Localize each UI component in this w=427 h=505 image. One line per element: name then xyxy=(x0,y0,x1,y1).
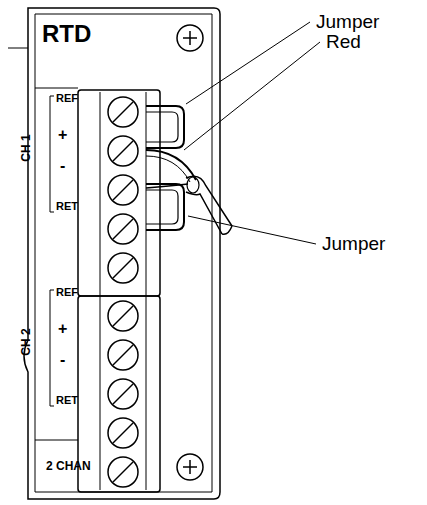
channel-bracket xyxy=(50,290,54,406)
terminal-name: + xyxy=(58,127,67,143)
leader-line xyxy=(186,22,310,104)
mount-screw xyxy=(177,25,203,51)
module-housing xyxy=(24,8,220,499)
terminal-name: - xyxy=(60,352,65,368)
channel-bracket xyxy=(50,96,54,212)
terminal-screw xyxy=(108,214,138,244)
screw-slot xyxy=(183,460,197,474)
terminal-screw xyxy=(108,136,138,166)
terminal-name: REF xyxy=(56,93,78,104)
module-face xyxy=(35,14,212,492)
screw-slot xyxy=(113,258,133,278)
screw-slot xyxy=(113,180,133,200)
channel-name: CH 2 xyxy=(20,328,32,355)
terminal-name: RET xyxy=(56,201,78,212)
screw-slot xyxy=(113,219,133,239)
screw-slot xyxy=(183,31,197,45)
screw-slot xyxy=(113,102,133,122)
cable xyxy=(186,176,232,234)
screw-slot xyxy=(113,384,133,404)
terminal-screw xyxy=(108,175,138,205)
terminal-name: REF xyxy=(56,287,78,298)
terminal-block xyxy=(78,90,160,296)
terminal-screw xyxy=(108,340,138,370)
terminal-screw xyxy=(108,253,138,283)
screw-slot xyxy=(113,462,133,482)
callout-label: Jumper xyxy=(322,234,385,253)
callout-label: Red xyxy=(326,32,361,51)
red-wire xyxy=(146,150,196,180)
callout-label: Jumper xyxy=(316,12,379,31)
screw-slot xyxy=(113,306,133,326)
terminal-name: RET xyxy=(56,395,78,406)
screw-slot xyxy=(113,141,133,161)
module-name: RTD xyxy=(42,22,91,46)
channel-name: CH 1 xyxy=(20,134,32,161)
terminal-screw xyxy=(108,457,138,487)
terminal-name: - xyxy=(60,158,65,174)
edge-tick xyxy=(8,48,28,49)
screw-slot xyxy=(113,423,133,443)
jumper-wire xyxy=(146,106,184,148)
leader-line xyxy=(184,42,320,150)
terminal-screw xyxy=(108,379,138,409)
module-channels: 2 CHAN xyxy=(46,460,91,472)
jumper-wire xyxy=(146,184,184,230)
terminal-screw xyxy=(108,301,138,331)
leader-line xyxy=(188,216,316,244)
terminal-screw xyxy=(108,97,138,127)
screw-slot xyxy=(113,345,133,365)
terminal-screw xyxy=(108,418,138,448)
mount-screw xyxy=(177,454,203,480)
terminal-name: + xyxy=(58,321,67,337)
